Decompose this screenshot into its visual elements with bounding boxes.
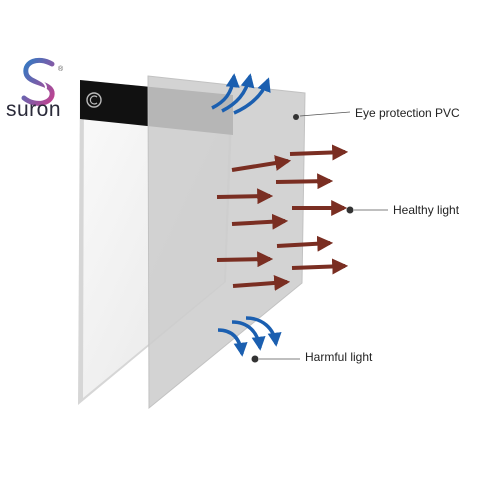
harmful-arrow-down bbox=[231, 320, 266, 351]
harmful-arrow-up bbox=[221, 73, 255, 113]
callout-dot-healthy bbox=[346, 206, 354, 214]
harmful-arrow-down bbox=[245, 316, 282, 347]
healthy-light-arrows bbox=[216, 144, 349, 291]
harmful-arrow-down bbox=[217, 328, 248, 357]
healthy-arrow bbox=[231, 155, 292, 172]
power-c-icon-arc bbox=[89, 95, 98, 105]
healthy-arrow bbox=[276, 235, 334, 252]
logo-s-inner bbox=[31, 67, 47, 89]
pvc-sheet-body bbox=[147, 75, 306, 410]
healthy-arrow bbox=[289, 144, 349, 161]
harmful-arrow-up bbox=[233, 77, 271, 115]
healthy-arrow bbox=[231, 213, 289, 230]
suron-logo bbox=[21, 57, 55, 106]
harmful-light-down-arrows bbox=[217, 316, 282, 357]
healthy-arrow bbox=[291, 258, 349, 275]
callouts bbox=[251, 111, 388, 363]
label-harmful-light: Harmful light bbox=[305, 350, 373, 364]
callout-dot-harmful bbox=[251, 355, 259, 363]
healthy-arrow bbox=[275, 173, 334, 190]
brand-name: suron bbox=[6, 98, 62, 121]
registered-mark: ® bbox=[58, 66, 64, 73]
healthy-arrow bbox=[232, 274, 291, 291]
power-c-icon bbox=[86, 92, 102, 108]
healthy-arrow bbox=[216, 188, 274, 205]
harmful-arrow-up bbox=[211, 73, 240, 110]
callout-line-pvc bbox=[299, 111, 351, 117]
callout-dot-pvc bbox=[293, 114, 299, 120]
logo-s-shape bbox=[21, 57, 55, 106]
label-eye-protection-pvc: Eye protection PVC bbox=[355, 106, 460, 120]
pvc-sheet bbox=[147, 75, 306, 410]
harmful-light-up-arrows bbox=[211, 73, 271, 115]
healthy-arrow bbox=[216, 251, 274, 268]
label-healthy-light: Healthy light bbox=[393, 203, 460, 217]
